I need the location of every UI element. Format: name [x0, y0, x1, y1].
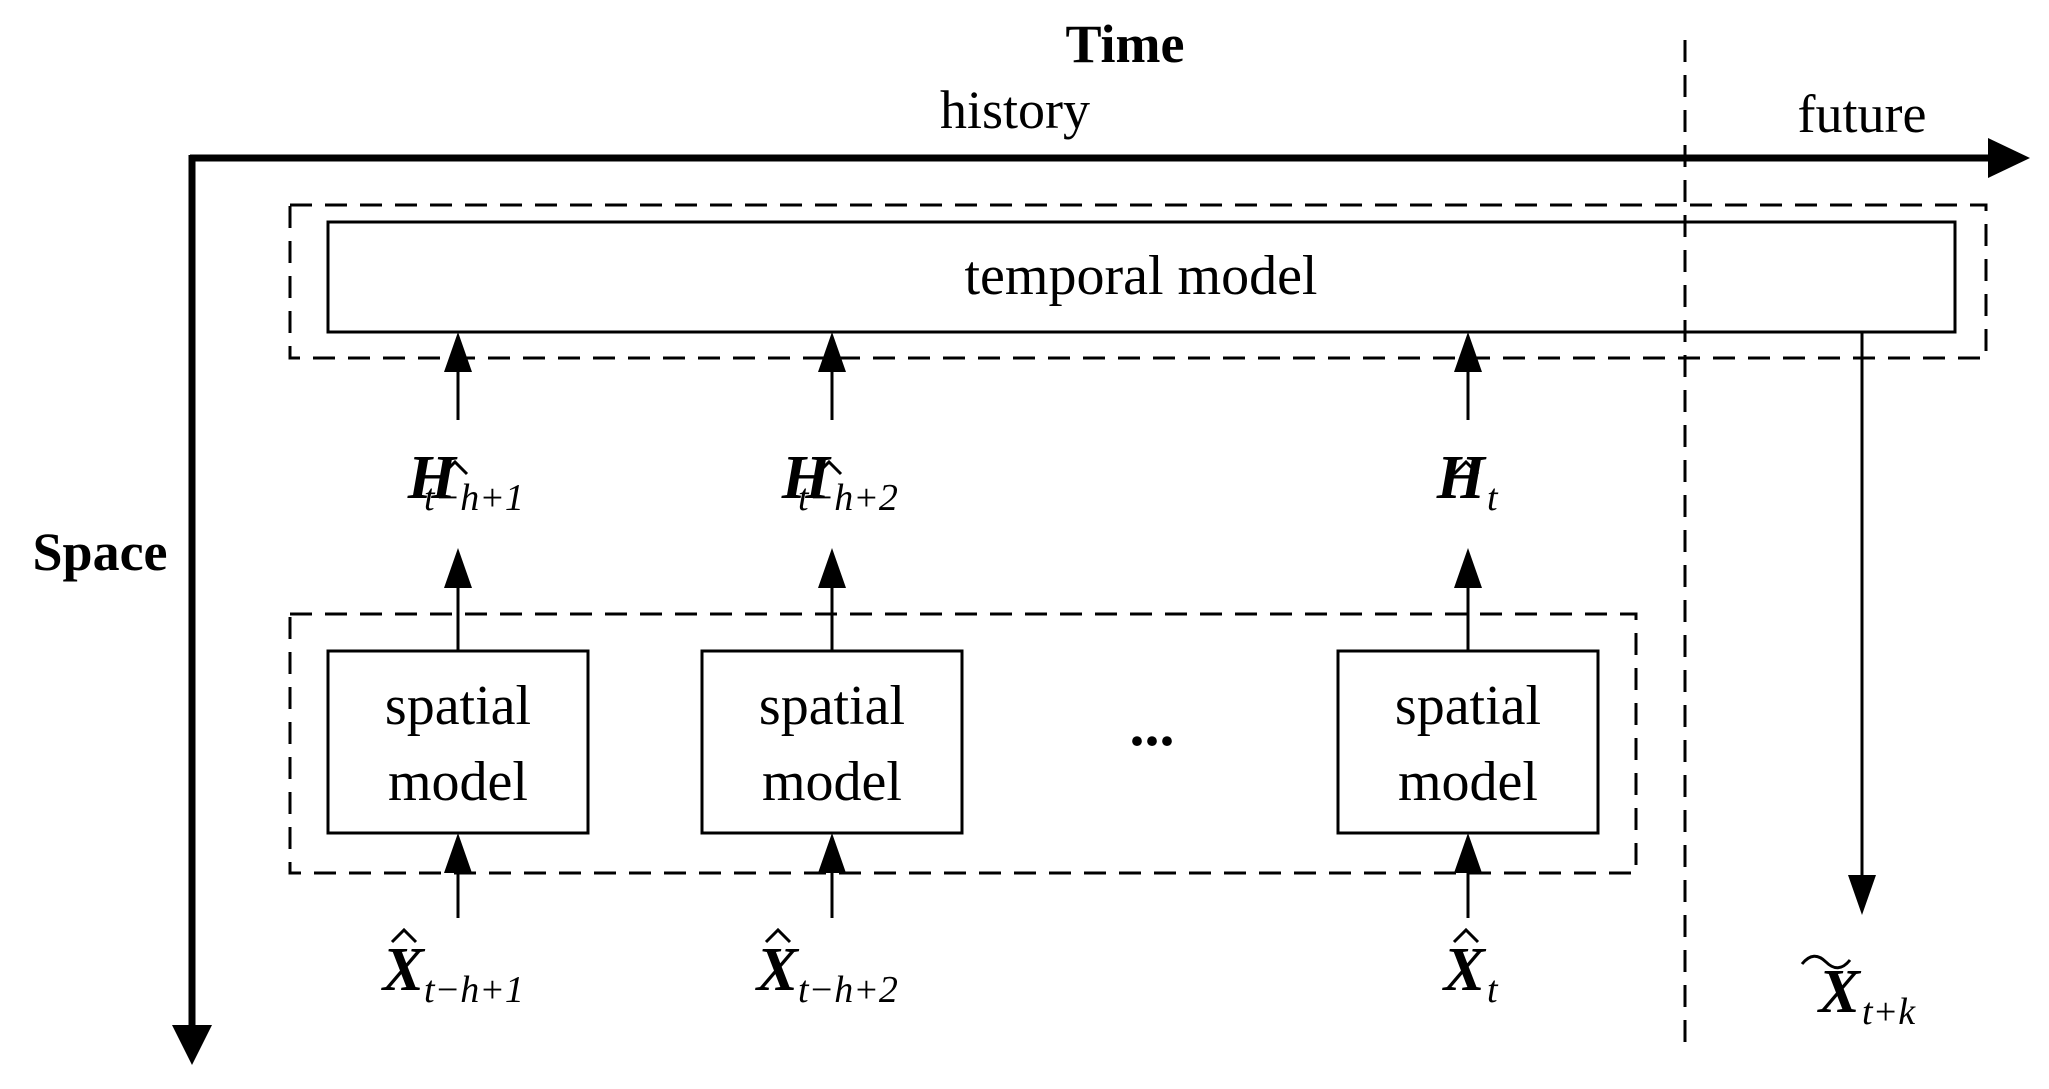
space-axis [172, 155, 212, 1065]
input-subscript: t−h+2 [798, 969, 898, 1011]
input-letter: X [755, 936, 800, 1004]
input-symbol: X t−h+2 [755, 927, 898, 1011]
input-subscript: t [1487, 969, 1499, 1011]
prediction-symbol: X t+k [1800, 954, 1916, 1033]
prediction-subscript: t+k [1862, 991, 1916, 1033]
time-axis [190, 138, 2030, 178]
spatial-model-label-line1: spatial [385, 675, 531, 737]
spatial-output-arrow [444, 548, 472, 651]
ellipsis: ... [1130, 692, 1175, 758]
input-letter: X [1442, 936, 1487, 1004]
hidden-state-arrow [444, 332, 472, 420]
space-axis-label: Space [33, 522, 168, 582]
hidden-state-arrow [1454, 332, 1482, 420]
input-symbol: X t−h+1 [381, 927, 524, 1011]
spatial-model-label-line1: spatial [759, 675, 905, 737]
prediction-arrow [1848, 332, 1876, 915]
spatial-output-arrow [1454, 548, 1482, 651]
hidden-state-letter: H [407, 444, 458, 512]
hidden-state-subscript: t−h+1 [424, 477, 524, 519]
hidden-state-symbol: H t−h+2 [781, 444, 898, 519]
spatial-model-label-line2: model [388, 751, 528, 813]
spatial-model-label-line2: model [762, 751, 902, 813]
spatial-model-label-line1: spatial [1395, 675, 1541, 737]
spatial-output-arrow [818, 548, 846, 651]
history-label: history [940, 80, 1090, 140]
future-label: future [1798, 84, 1927, 144]
temporal-model-label: temporal model [964, 245, 1317, 307]
temporal-model-box [326, 220, 1957, 334]
temporal-group-frame [288, 203, 1988, 360]
hidden-state-arrow [818, 332, 846, 420]
hidden-state-letter: H [1436, 444, 1487, 512]
input-arrow [1454, 833, 1482, 918]
input-arrow [444, 833, 472, 918]
hidden-state-subscript: t−h+2 [798, 477, 898, 519]
hidden-state-subscript: t [1487, 477, 1499, 519]
spatial-group-frame [288, 612, 1638, 875]
time-axis-arrowhead [1988, 138, 2030, 178]
input-letter: X [381, 936, 426, 1004]
prediction-letter: X [1817, 958, 1862, 1026]
time-axis-label: Time [1066, 14, 1185, 74]
input-symbol: X t [1442, 927, 1499, 1011]
input-subscript: t−h+1 [424, 969, 524, 1011]
hidden-state-letter: H [781, 444, 832, 512]
spatial-model-label-line2: model [1398, 751, 1538, 813]
hidden-state-symbol: H t−h+1 [407, 444, 524, 519]
input-arrow [818, 833, 846, 918]
hidden-state-symbol: H t [1436, 444, 1499, 519]
space-axis-arrowhead [172, 1025, 212, 1065]
